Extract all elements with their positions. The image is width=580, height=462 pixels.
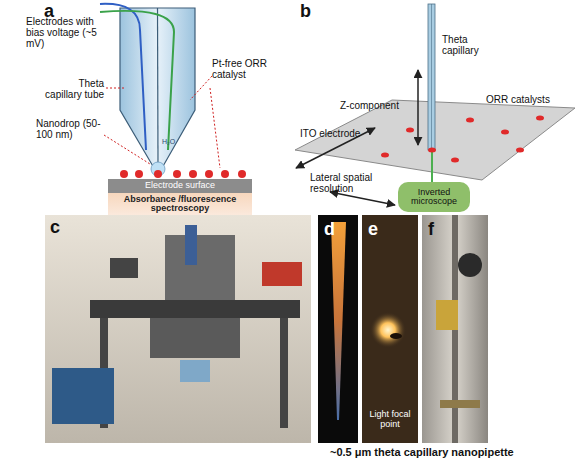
catalyst-dot <box>173 170 181 178</box>
catalyst-dot <box>451 158 459 163</box>
annotation: Light focal point <box>364 410 416 430</box>
catalyst-dot <box>406 128 414 133</box>
catalyst-dot <box>428 148 436 153</box>
labelled-box: Inverted microscope <box>398 182 470 212</box>
tube-septum <box>157 8 159 166</box>
theta-tube <box>120 8 195 168</box>
table-leg <box>280 318 288 428</box>
focal-photo <box>362 215 418 443</box>
catalyst-dot <box>466 118 474 123</box>
annotation: H₂O <box>162 138 192 146</box>
electrode-wire <box>100 11 174 150</box>
camera <box>262 262 302 286</box>
catalyst-dot <box>135 170 143 178</box>
z-arrow <box>417 70 419 145</box>
panel-letter: e <box>368 220 388 240</box>
leader-line <box>210 88 220 168</box>
catalyst-dots <box>381 116 544 163</box>
catalyst-dot <box>221 170 229 178</box>
box-text: Electrode surface <box>145 181 215 190</box>
clamp <box>440 400 480 408</box>
annotation: Theta capillary tube <box>40 78 104 100</box>
nanopipette <box>331 222 346 420</box>
catalyst-dot <box>189 170 197 178</box>
nanopipette-photo <box>318 215 358 443</box>
catalyst-dot <box>516 148 524 153</box>
leader-line <box>190 76 212 100</box>
annotation: ~0.5 μm theta capillary nanopipette <box>330 446 570 458</box>
annotation: ITO electrode <box>300 128 380 139</box>
screen <box>180 360 210 382</box>
knob <box>458 253 482 277</box>
catalyst-dot <box>120 170 128 178</box>
annotation: Electrodes with bias voltage (~5 mV) <box>26 16 104 49</box>
light-spot <box>370 312 406 348</box>
labelled-box: Absorbance /fluorescence spectroscopy <box>108 193 252 215</box>
capillary-septum <box>431 4 432 150</box>
optical-table <box>90 300 300 318</box>
panel-letter: b <box>300 2 320 22</box>
theta-capillary <box>428 4 435 150</box>
labelled-box: Electrode surface <box>108 179 252 193</box>
catalyst-dot <box>381 153 389 158</box>
catalyst-dot <box>205 170 213 178</box>
annotation: ORR catalysts <box>486 94 566 105</box>
setup-photo <box>45 215 311 443</box>
catalyst-dots <box>120 170 246 178</box>
stage-assembly <box>165 235 235 300</box>
annotation: Nanodrop (50-100 nm) <box>36 118 108 140</box>
instrument-box <box>52 368 114 424</box>
annotation: Lateral spatial resolution <box>310 172 380 194</box>
annotation: Theta capillary <box>442 34 502 56</box>
catalyst-dot <box>154 170 162 178</box>
box-text: Absorbance /fluorescence spectroscopy <box>108 195 252 214</box>
detector <box>110 258 138 278</box>
manipulator <box>185 225 197 265</box>
catalyst-dot <box>238 170 246 178</box>
tip-shadow <box>390 333 402 339</box>
catalyst-dot <box>536 116 544 121</box>
catalyst-dot <box>501 130 509 135</box>
annotation: Pt-free ORR catalyst <box>212 58 284 80</box>
panel-letter: f <box>428 220 448 240</box>
panel-letter: c <box>50 218 70 238</box>
electrode-wire <box>100 4 146 150</box>
leader-line <box>106 88 124 89</box>
annotation: Z-component <box>340 100 414 111</box>
panel-letter: d <box>324 220 344 240</box>
light-path <box>431 151 433 182</box>
microscope-body <box>150 318 240 358</box>
holder-photo <box>422 215 488 443</box>
holder-block <box>436 300 458 330</box>
box-text: Inverted microscope <box>398 188 470 207</box>
leader-line <box>104 135 150 164</box>
